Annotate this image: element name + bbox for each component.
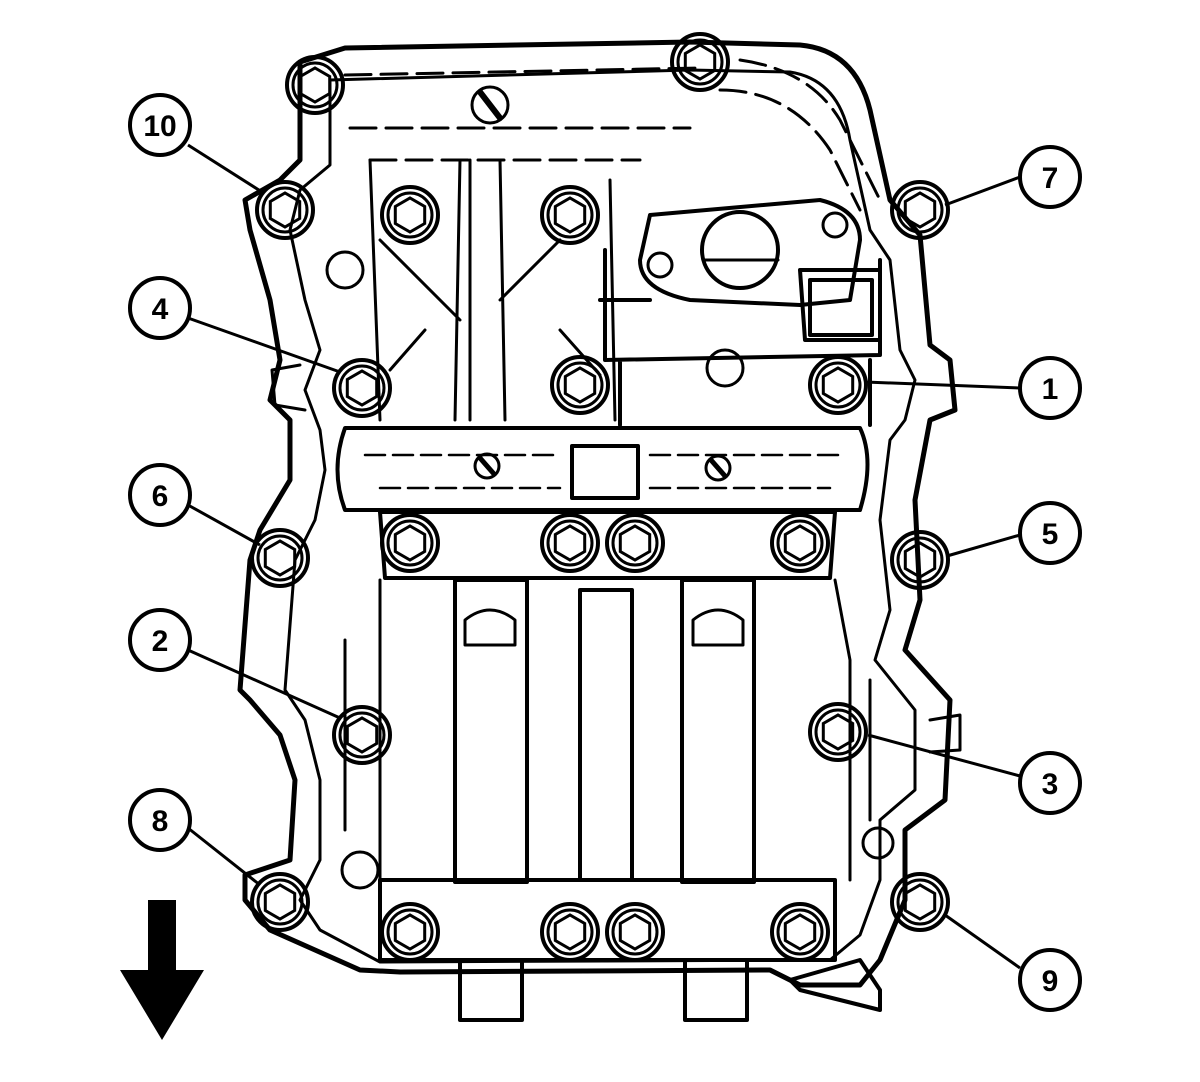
left-ear-tab [270, 363, 307, 412]
callout-8: 8 [128, 788, 192, 852]
bolt-rail-bottom-4 [770, 902, 830, 962]
crossbar-dashes [363, 453, 842, 490]
bottom-right-pipe [788, 958, 882, 1012]
valve-body-hole [705, 348, 745, 388]
hex-bolts [250, 32, 950, 962]
leader-line-6 [187, 503, 261, 547]
callout-circles: 1 2 3 4 5 6 7 8 [128, 93, 1082, 1012]
bolt-upper-center-low [550, 355, 610, 415]
bolt-top-left-corner [285, 55, 345, 115]
bolt-4 [332, 358, 392, 418]
gasket-hole-right [821, 211, 849, 239]
gasket-port-large [700, 210, 780, 290]
bolt-top-center [670, 32, 730, 92]
solenoid-right [680, 578, 756, 884]
solenoid-left [453, 578, 529, 884]
gasket-hole-left [646, 251, 674, 279]
bolt-rail-top-1 [380, 513, 440, 573]
leader-line-3 [867, 733, 1021, 778]
slot-screw-middle-left [473, 452, 501, 480]
dowel-hole-lower-left [340, 850, 380, 890]
bolt-rail-bottom-1 [380, 902, 440, 962]
callout-1-label: 1 [1042, 373, 1059, 406]
slot-screw-top [470, 85, 510, 125]
bolt-rail-bottom-2 [540, 902, 600, 962]
bottom-tab-left [458, 958, 524, 1022]
leader-line-1 [864, 380, 1021, 390]
callout-1: 1 [1018, 356, 1082, 420]
callout-3: 3 [1018, 751, 1082, 815]
dowel-hole-lower-right [861, 826, 895, 860]
callout-6-label: 6 [152, 480, 169, 513]
slot-screw-middle-right [704, 454, 732, 482]
leader-lines [187, 143, 1021, 970]
leader-line-2 [187, 648, 341, 720]
callout-4-label: 4 [152, 293, 169, 326]
upper-dashed-channel [343, 58, 882, 212]
leader-line-8 [187, 826, 261, 887]
bottom-tab-right [683, 958, 749, 1022]
bolt-6 [250, 528, 310, 588]
lower-panel [343, 578, 872, 882]
bolt-3 [808, 702, 868, 762]
callout-10: 10 [128, 93, 192, 157]
housing-outline [237, 39, 958, 988]
leader-line-7 [944, 175, 1021, 207]
leader-line-10 [187, 143, 263, 194]
bolt-9 [890, 872, 950, 932]
bolt-rail-top-4 [770, 513, 830, 573]
leader-line-9 [944, 913, 1021, 970]
bolt-8 [250, 872, 310, 932]
bolt-upper-inner-right [540, 185, 600, 245]
solenoid-connectors [463, 608, 745, 647]
arrow-down-icon [120, 900, 204, 1040]
callout-3-label: 3 [1042, 768, 1059, 801]
callout-9-label: 9 [1042, 965, 1059, 998]
callout-5: 5 [1018, 501, 1082, 565]
callout-2-label: 2 [152, 625, 169, 658]
lower-bolt-rail-bottom [378, 878, 837, 962]
callout-9: 9 [1018, 948, 1082, 1012]
bolt-upper-inner-left [380, 185, 440, 245]
solenoid-center [578, 588, 634, 882]
housing-inner-outline [283, 68, 917, 964]
leader-line-4 [187, 316, 341, 374]
callout-7-label: 7 [1042, 162, 1059, 195]
cover-housing [237, 39, 962, 1022]
square-port [808, 278, 874, 337]
callout-7: 7 [1018, 145, 1082, 209]
bolt-5 [890, 530, 950, 590]
callout-6: 6 [128, 463, 192, 527]
callout-10-label: 10 [143, 110, 176, 143]
valve-body-block [598, 248, 882, 427]
callout-5-label: 5 [1042, 518, 1059, 551]
bolt-10 [255, 180, 315, 240]
callout-2: 2 [128, 608, 192, 672]
bolt-1 [808, 355, 868, 415]
callout-8-label: 8 [152, 805, 169, 838]
bolt-rail-bottom-3 [605, 902, 665, 962]
bolt-rail-top-3 [605, 513, 665, 573]
dowel-hole-upper-left [325, 250, 365, 290]
bolt-2 [332, 705, 392, 765]
bolt-rail-top-2 [540, 513, 600, 573]
middle-crossbar [335, 426, 870, 512]
gasket-plate [638, 198, 862, 307]
crossbar-center-block [570, 444, 640, 500]
right-ear-tab [928, 713, 962, 754]
callout-4: 4 [128, 276, 192, 340]
leader-line-5 [946, 533, 1021, 558]
bolt-7 [890, 180, 950, 240]
